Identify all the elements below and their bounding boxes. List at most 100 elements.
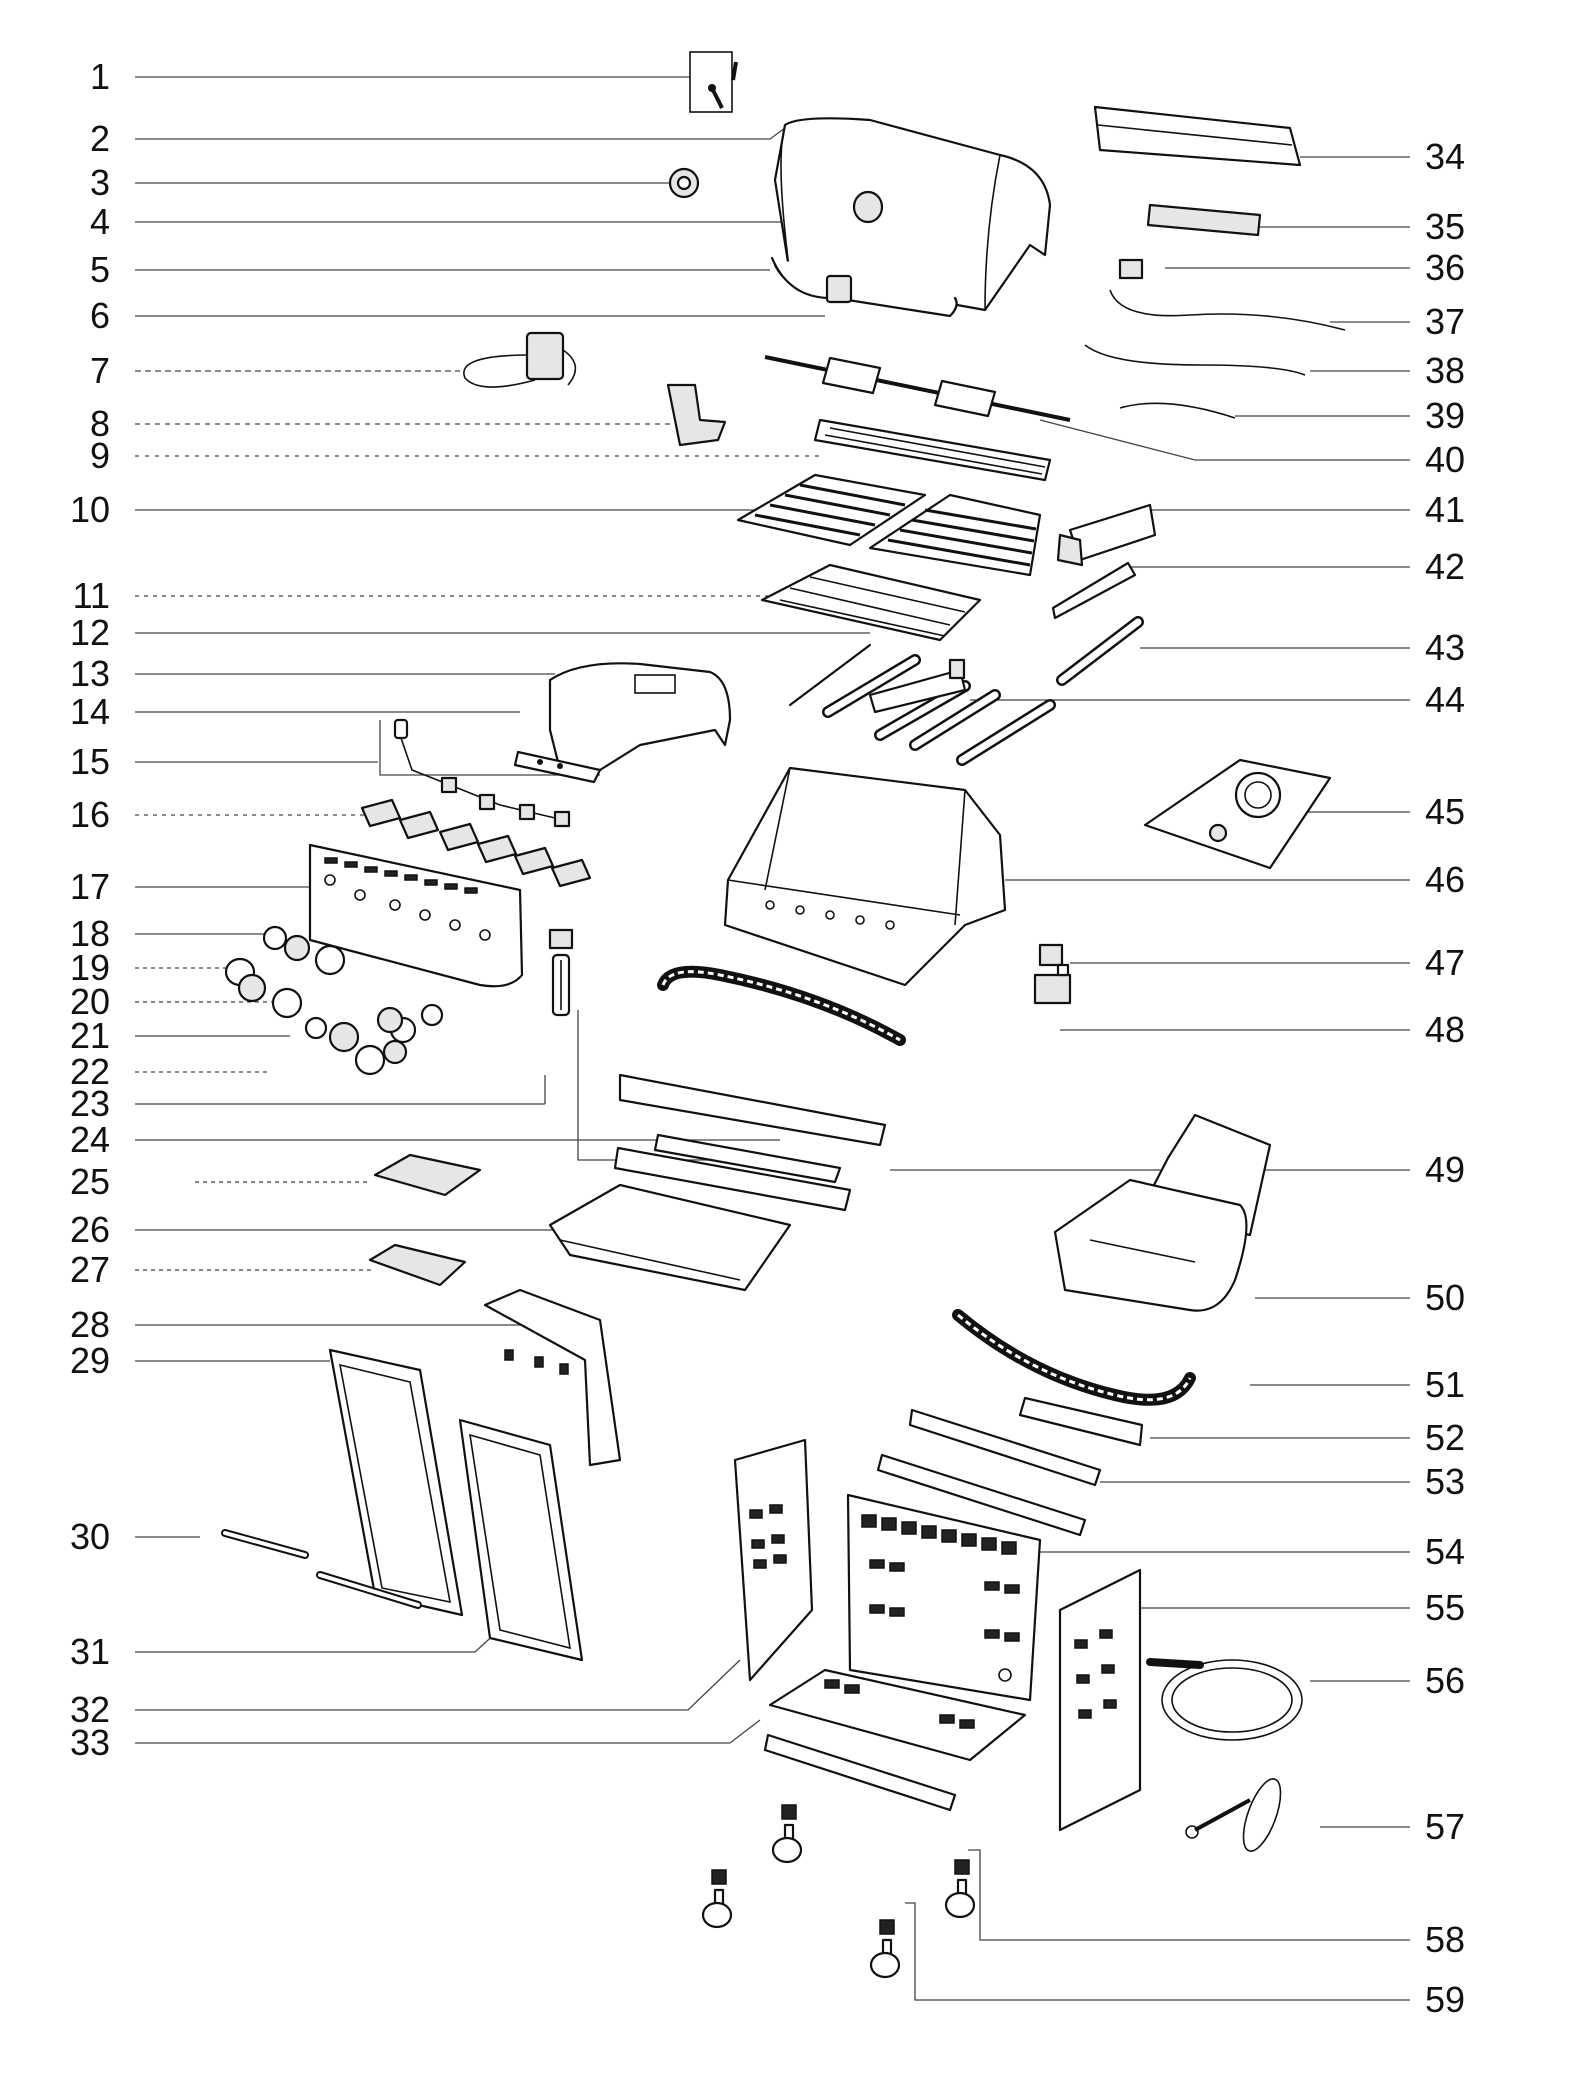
part-40-rotisserie-spit: [764, 355, 1071, 422]
part-9-warming-rack: [813, 418, 1052, 482]
callout-6: 6: [90, 295, 110, 336]
part-16-valves: [360, 798, 592, 888]
part-11-flavorizer-bars: [760, 563, 982, 642]
part-3-thermometer: [668, 167, 700, 199]
callout-37: 37: [1425, 301, 1465, 342]
part-25-drip-pan: [373, 1153, 482, 1197]
callout-58: 58: [1425, 1919, 1465, 1960]
callout-12: 12: [70, 612, 110, 653]
part-50-side-burner-housing: [1053, 1178, 1248, 1312]
part-46-cookbox: [723, 766, 1007, 987]
callout-38: 38: [1425, 350, 1465, 391]
part-37-wire: [1109, 289, 1346, 331]
callout-17: 17: [70, 866, 110, 907]
callout-1: 1: [90, 56, 110, 97]
callout-28: 28: [70, 1304, 110, 1345]
part-48-gas-hose: [657, 965, 906, 1046]
callout-7: 7: [90, 350, 110, 391]
callout-51: 51: [1425, 1364, 1465, 1405]
part-17-control-panel: [308, 843, 524, 988]
part-18-bezels: [262, 925, 346, 976]
callout-52: 52: [1425, 1417, 1465, 1458]
callout-13: 13: [70, 653, 110, 694]
part-1-screws: [689, 51, 738, 113]
part-33-bottom-shelf: [768, 1668, 1027, 1762]
part-31-door-right: [458, 1418, 584, 1662]
part-42-heat-shield: [1051, 561, 1137, 620]
callout-29: 29: [70, 1340, 110, 1381]
callout-31: 31: [70, 1631, 110, 1672]
callout-54: 54: [1425, 1531, 1465, 1572]
callout-19: 19: [70, 947, 110, 988]
part-19-20-21-22-knobs: [224, 957, 444, 1076]
part-51-gas-hose: [952, 1309, 1196, 1406]
part-12-burner-tubes: [788, 643, 1056, 766]
callout-42: 42: [1425, 546, 1465, 587]
part-35-light-bar: [1146, 203, 1262, 237]
part-28-side-panel: [483, 1288, 622, 1467]
callout-20: 20: [70, 981, 110, 1022]
callout-36: 36: [1425, 247, 1465, 288]
callout-53: 53: [1425, 1461, 1465, 1502]
part-30-door-handles: [221, 1529, 422, 1609]
callout-4: 4: [90, 201, 110, 242]
part-27-catch-pan: [368, 1243, 467, 1287]
callout-5: 5: [90, 249, 110, 290]
part-14-electrode-bracket: [513, 750, 602, 784]
callout-30: 30: [70, 1516, 110, 1557]
part-13-control-housing: [548, 662, 732, 772]
callout-44: 44: [1425, 679, 1465, 720]
part-45-side-burner: [1143, 758, 1332, 870]
part-47-regulator-valve: [1033, 943, 1072, 1005]
part-26-bottom-tray: [548, 1183, 792, 1292]
callout-59: 59: [1425, 1979, 1465, 2020]
callout-35: 35: [1425, 206, 1465, 247]
part-54-back-panel: [846, 1493, 1042, 1702]
callout-46: 46: [1425, 859, 1465, 900]
callout-10: 10: [70, 489, 110, 530]
part-34-side-shelf: [1093, 105, 1302, 167]
part-4-thermometer-bezel: [852, 190, 884, 224]
part-55-frame-right: [1058, 1568, 1142, 1832]
callout-47: 47: [1425, 942, 1465, 983]
callout-50: 50: [1425, 1277, 1465, 1318]
part-59-casters: [701, 1869, 901, 1979]
callout-24: 24: [70, 1119, 110, 1160]
part-58-casters: [771, 1804, 976, 1919]
part-6-handle-bracket: [825, 274, 853, 304]
callout-43: 43: [1425, 627, 1465, 668]
part-15-igniter-wire: [393, 718, 571, 828]
callout-25: 25: [70, 1161, 110, 1202]
callout-32: 32: [70, 1689, 110, 1730]
part-23-light: [548, 928, 574, 1017]
callout-14: 14: [70, 691, 110, 732]
callout-8: 8: [90, 403, 110, 444]
callout-26: 26: [70, 1209, 110, 1250]
part-53-cross-rails: [763, 1408, 1102, 1812]
callout-16: 16: [70, 794, 110, 835]
part-36-switch: [1118, 258, 1144, 280]
callout-3: 3: [90, 162, 110, 203]
part-57-tool: [1185, 1778, 1282, 1852]
part-32-frame-left: [733, 1438, 814, 1682]
callouts-right: 3435363738394041424344454647484950515253…: [1425, 136, 1465, 2020]
callout-56: 56: [1425, 1660, 1465, 1701]
callout-9: 9: [90, 435, 110, 476]
part-43-burner-tube: [1056, 616, 1144, 686]
callout-11: 11: [73, 575, 110, 616]
callout-48: 48: [1425, 1009, 1465, 1050]
callout-49: 49: [1425, 1149, 1465, 1190]
callout-18: 18: [70, 913, 110, 954]
callout-57: 57: [1425, 1806, 1465, 1847]
callout-40: 40: [1425, 439, 1465, 480]
part-52-side-rail: [1018, 1396, 1144, 1447]
part-44-crossover-tube: [868, 658, 967, 714]
part-24-heat-deflector: [613, 1073, 887, 1212]
callout-15: 15: [70, 741, 110, 782]
callout-27: 27: [70, 1249, 110, 1290]
callout-2: 2: [90, 118, 110, 159]
callout-34: 34: [1425, 136, 1465, 177]
callout-22: 22: [70, 1051, 110, 1092]
part-7-rotisserie-motor: [463, 331, 577, 388]
